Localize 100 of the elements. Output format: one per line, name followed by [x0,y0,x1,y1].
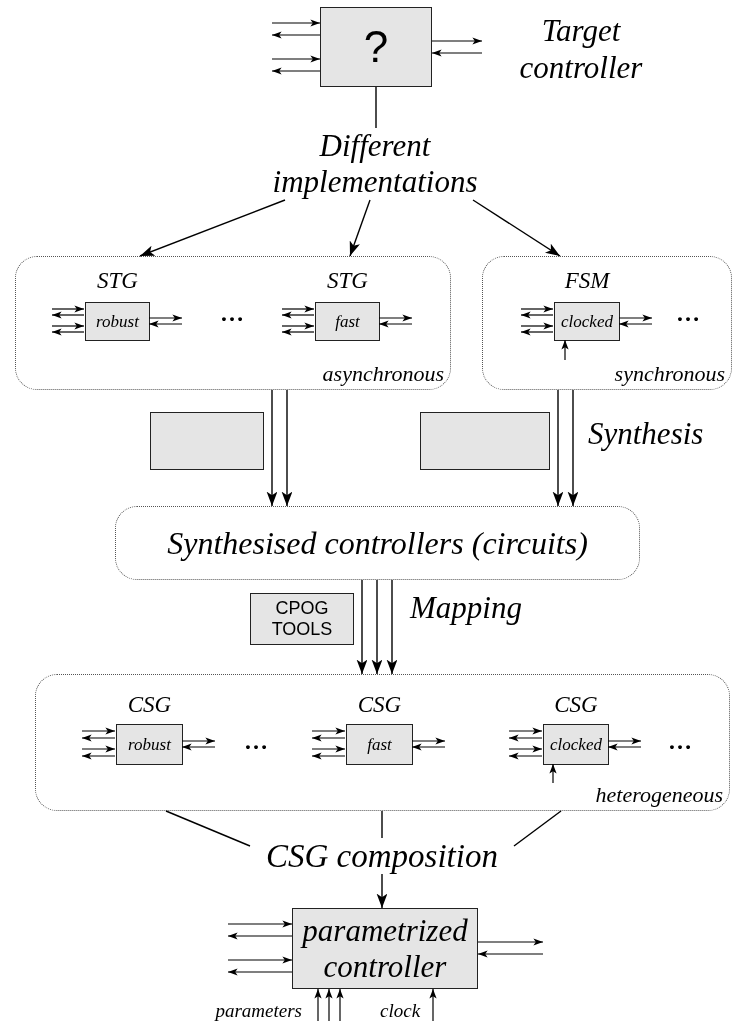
arrow [431,49,483,57]
group-label: synchronous [614,361,725,387]
arrow [271,31,321,39]
section-label: Mapping [410,590,523,626]
component-box: clocked [543,724,609,765]
arrow [271,67,321,75]
arrow [271,55,321,63]
arrow [477,950,544,958]
arrow [618,320,653,328]
dots: … [219,300,245,327]
arrow [325,988,333,1021]
arrow [607,737,642,745]
arrow [311,752,346,760]
arrow [508,734,543,742]
arrow [271,19,321,27]
arrow [311,745,346,753]
heading-text: STG [96,267,139,295]
heading-text: STG [326,267,369,295]
arrow [378,320,413,328]
arrow [520,322,554,330]
arrow [552,389,564,507]
dots: … [675,300,701,327]
node-caption: Target controller [518,12,644,87]
arrow [314,988,322,1021]
arrow [227,956,293,964]
arrow [311,734,346,742]
arrow [139,199,286,257]
component-box: fast [315,302,380,341]
annotation-text: Different implementations [258,128,492,200]
arrow [81,727,116,735]
arrow [81,752,116,760]
arrow [411,737,446,745]
arrow [431,37,483,45]
arrow [520,305,554,313]
group-label: asynchronous [322,361,444,387]
signal-label: parameters [213,1000,302,1021]
heading-text: FSM [563,267,612,295]
signal-label: clock [380,1000,422,1021]
section-label: Synthesis [588,416,705,452]
arrow [51,328,85,336]
controller-box: parametrized controller [292,908,478,989]
arrow [567,389,579,507]
arrow [378,314,413,322]
arrow [429,988,437,1021]
arrow [181,737,216,745]
arrow [227,932,293,940]
arrow [51,322,85,330]
arrow [607,743,642,751]
tool-box: CPOG TOOLS [250,593,354,645]
arrow [281,328,315,336]
arrow [618,314,653,322]
arrow [371,579,383,675]
controller-box: ? [320,7,432,87]
arrow [376,873,388,909]
arrow [472,199,561,257]
arrow [561,339,569,361]
arrow [51,305,85,313]
component-box: robust [116,724,183,765]
arrow [336,988,344,1021]
connector-line [381,810,383,839]
heading-text: CSG [553,691,599,719]
arrow [520,328,554,336]
arrow [356,579,368,675]
tool-box [420,412,550,470]
arrow [508,752,543,760]
arrow [81,734,116,742]
arrow [148,314,183,322]
arrow [281,389,293,507]
tool-box [150,412,264,470]
heading-text: CSG [356,691,403,719]
arrow [477,938,544,946]
arrow [266,389,278,507]
group-label: heterogeneous [595,782,723,808]
arrow [549,763,557,784]
arrow [411,743,446,751]
arrow [281,305,315,313]
arrow [349,199,371,257]
arrow [281,311,315,319]
heading-text: CSG [126,691,173,719]
annotation-text: CSG composition [250,838,514,874]
component-box: fast [346,724,413,765]
arrow [281,322,315,330]
connector-line [165,810,251,847]
connector-line [375,86,377,129]
arrow [386,579,398,675]
arrow [51,311,85,319]
component-box: clocked [554,302,620,341]
arrow [81,745,116,753]
arrow [227,920,293,928]
arrow [227,968,293,976]
arrow [181,743,216,751]
dots: … [667,728,693,755]
arrow [148,320,183,328]
arrow [508,727,543,735]
arrow [508,745,543,753]
connector-line [513,810,562,847]
dots: … [243,728,269,755]
arrow [520,311,554,319]
component-box: robust [85,302,150,341]
arrow [311,727,346,735]
